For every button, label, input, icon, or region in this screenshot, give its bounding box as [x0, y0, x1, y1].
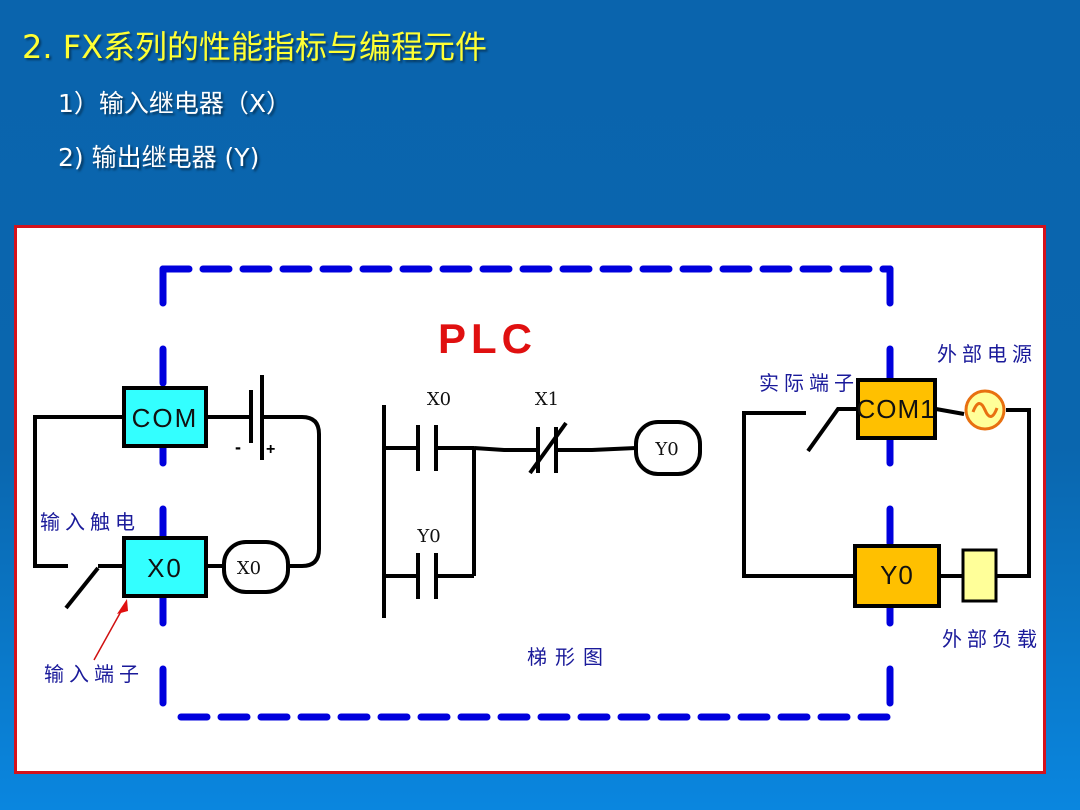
com-terminal-label: COM — [132, 403, 199, 433]
ac-source-icon — [964, 389, 1006, 431]
y0-terminal — [853, 544, 941, 608]
input-circuit — [33, 415, 321, 610]
contact-x1-label: X1 — [535, 389, 559, 410]
y0-terminal-label: Y0 — [880, 560, 914, 590]
slide-title: 2. FX系列的性能指标与编程元件 — [22, 28, 488, 66]
x0-coil-label: X0 — [237, 558, 261, 579]
input-switch — [64, 566, 100, 610]
x0-terminal-label: X0 — [147, 553, 183, 583]
y0-coil — [634, 420, 702, 476]
input-terminal-label: 输入端子 — [44, 662, 144, 686]
external-load — [961, 548, 998, 603]
battery-icon — [249, 375, 264, 460]
contact-y0-label: Y0 — [416, 526, 440, 547]
arrow-icon — [93, 599, 128, 661]
com-terminal — [122, 386, 208, 448]
ladder-diagram — [382, 405, 637, 618]
y0-coil-label: Y0 — [654, 439, 678, 460]
bullet-input-relay: 1）输入继电器（X） — [58, 89, 292, 118]
x0-coil — [222, 540, 290, 594]
external-load-label: 外部负载 — [942, 627, 1042, 651]
com1-terminal-label: COM1 — [856, 394, 935, 424]
battery-plus: + — [266, 441, 275, 458]
plc-label: PLC — [438, 315, 537, 362]
plc-boundary — [159, 265, 894, 721]
diagram-panel — [14, 225, 1046, 774]
actual-terminal-label: 实际端子 — [759, 371, 859, 395]
external-power-label: 外部电源 — [937, 342, 1037, 366]
contact-x0-label: X0 — [427, 389, 451, 410]
com1-terminal — [856, 378, 937, 440]
battery-minus: - — [235, 437, 241, 457]
ladder-caption: 梯形图 — [527, 645, 611, 669]
x0-terminal — [122, 536, 208, 598]
output-circuit — [742, 407, 1031, 578]
input-contact-label: 输入触电 — [40, 510, 140, 534]
bullet-output-relay: 2) 输出继电器 (Y) — [58, 143, 260, 172]
output-switch — [806, 407, 858, 453]
